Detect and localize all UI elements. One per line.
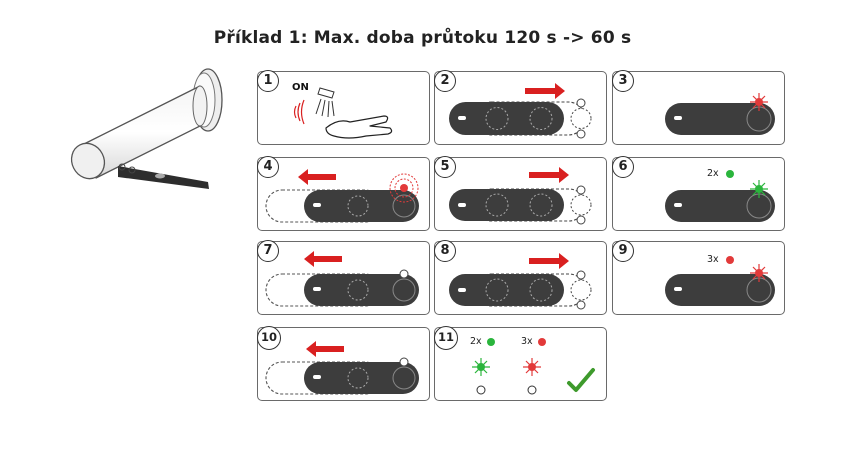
sensor-waves-icon [293,99,305,125]
green-blink-count: 2x [470,336,482,347]
step-panel-9: 9 3x [612,240,785,315]
green-led-icon [472,358,490,376]
step-panel-7: 7 [257,240,430,315]
green-led-icon [750,180,768,198]
step-number: 4 [257,156,279,178]
checkmark-icon [567,368,595,392]
on-label: ON [292,82,309,93]
page-title: Příklad 1: Max. doba průtoku 120 s -> 60… [213,28,632,48]
step-panel-11: 11 2x 3x [434,326,607,401]
step-panel-10: 10 [257,326,430,401]
arrow-left-icon [304,251,342,267]
red-blink-count: 3x [521,336,533,347]
blink-count: 3x [707,254,719,265]
arrow-left-icon [298,169,336,185]
step-number: 10 [257,326,281,350]
step-panel-1: 1 ON [257,70,430,145]
step-number: 7 [257,240,279,262]
step-panel-3: 3 [612,70,785,145]
step-number: 6 [612,156,634,178]
red-led-blinking-icon [389,173,419,203]
step-panel-2: 2 [434,70,607,145]
sensor-circle-icon [476,385,486,395]
step-panel-8: 8 [434,240,607,315]
step-number: 2 [434,70,456,92]
sensor-circle-icon [527,385,537,395]
arrow-right-icon [525,83,565,99]
faucet-illustration [70,68,223,189]
step-number: 3 [612,70,634,92]
step-number: 5 [434,156,456,178]
red-dot-icon [538,338,546,346]
step-panel-6: 6 2x [612,156,785,231]
red-dot-icon [726,256,734,264]
step-number: 1 [257,70,279,92]
red-led-icon [750,264,768,282]
step-panel-4: 4 [257,156,430,231]
arrow-left-icon [306,341,344,357]
step-number: 9 [612,240,634,262]
step-panel-5: 5 [434,156,607,231]
arrow-right-icon [529,253,569,269]
arrow-right-icon [529,167,569,183]
red-led-icon [523,358,541,376]
green-dot-icon [726,170,734,178]
water-spray-icon [315,87,335,118]
hand-icon [325,115,393,139]
red-led-icon [750,93,768,111]
step-number: 8 [434,240,456,262]
green-dot-icon [487,338,495,346]
blink-count: 2x [707,168,719,179]
step-number: 11 [434,326,458,350]
